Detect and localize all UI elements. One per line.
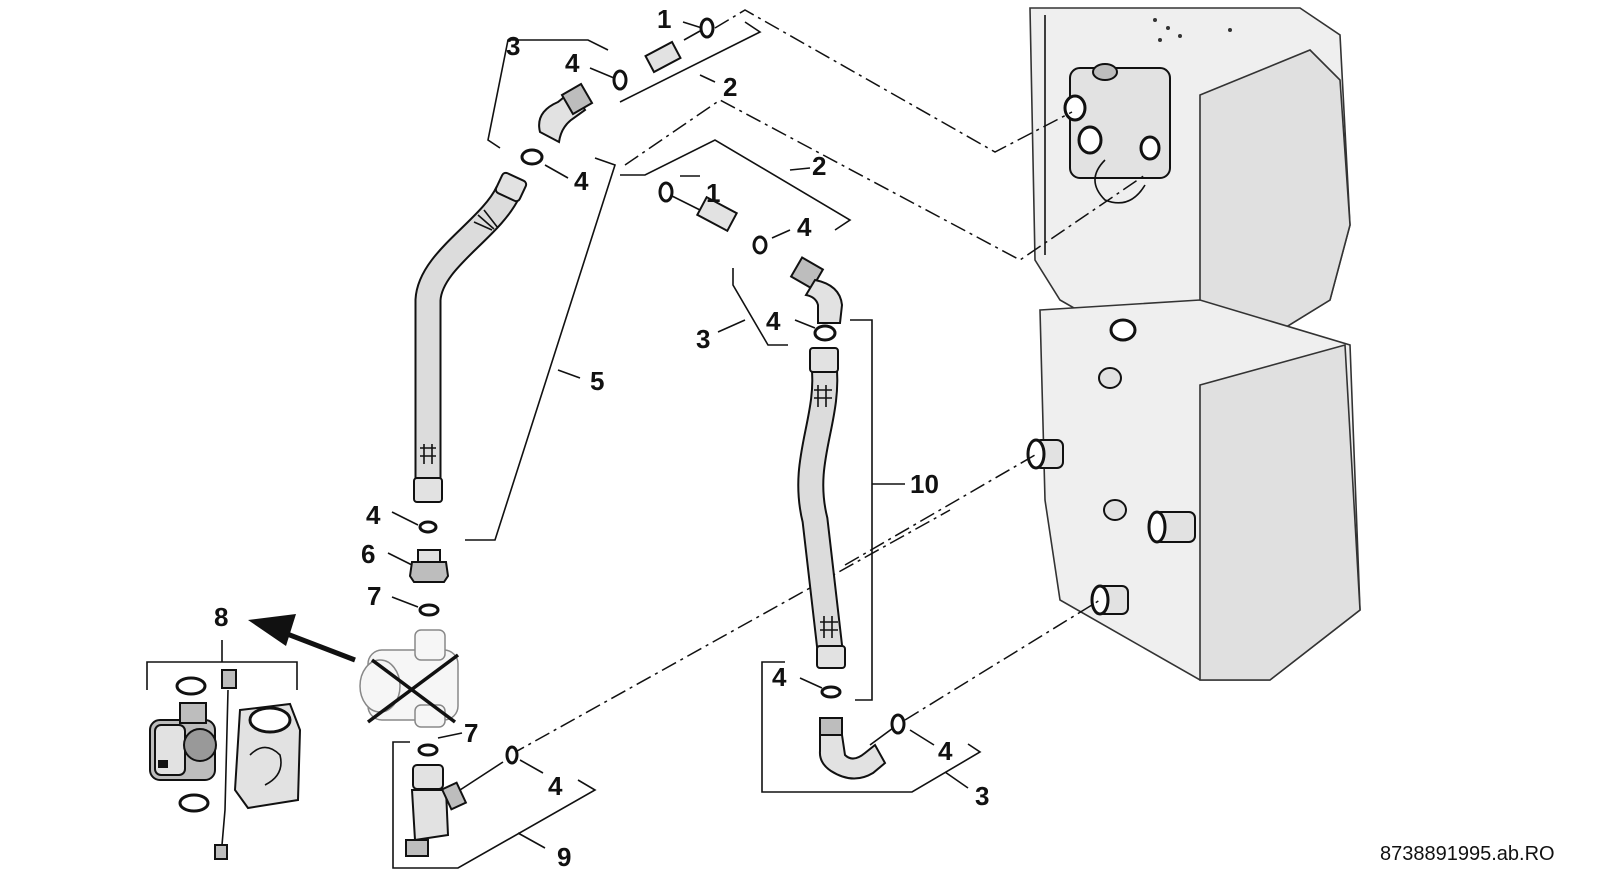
leader-lines bbox=[387, 21, 982, 869]
callout-4: 4 bbox=[565, 48, 580, 78]
replacement-arrow bbox=[248, 614, 356, 663]
callout-labels: 1 1 2 2 3 3 3 4 4 4 4 4 4 4 4 4 5 6 7 7 … bbox=[214, 4, 989, 872]
seal-4-flow-hose-top bbox=[813, 324, 837, 342]
document-id: 8738891995.ab.RO bbox=[1380, 843, 1555, 865]
callout-8: 8 bbox=[214, 602, 228, 632]
seal-4-bottom-right bbox=[890, 713, 906, 735]
adapter-6 bbox=[408, 549, 450, 583]
callout-7: 7 bbox=[464, 718, 478, 748]
seal-4-flow-hose-bottom bbox=[820, 685, 842, 699]
hydraulic-block bbox=[1063, 63, 1171, 204]
seal-4-elbow-bottom bbox=[520, 148, 544, 166]
pump-seal-upper bbox=[175, 676, 207, 696]
tank-connection-cold bbox=[1090, 584, 1129, 616]
flow-pipe-assembly bbox=[658, 181, 906, 780]
callout-10: 10 bbox=[910, 469, 939, 499]
seal-4-hose-bottom bbox=[418, 520, 438, 534]
callout-4: 4 bbox=[366, 500, 381, 530]
seal-7-top bbox=[418, 603, 440, 617]
tank-connection-top bbox=[1109, 318, 1137, 342]
seal-7-bottom bbox=[417, 743, 439, 757]
callout-4: 4 bbox=[938, 736, 953, 766]
nipple-2-top bbox=[644, 30, 701, 74]
seal-4-top bbox=[612, 69, 628, 91]
callout-1: 1 bbox=[657, 4, 671, 34]
center-lines bbox=[509, 9, 1146, 756]
tank-connection-upper bbox=[1098, 367, 1122, 389]
callout-4: 4 bbox=[766, 306, 781, 336]
flex-hose-10 bbox=[797, 347, 846, 669]
flex-hose-5 bbox=[413, 171, 528, 503]
tank-connection-mid bbox=[1103, 499, 1127, 521]
elbow-3-top bbox=[538, 82, 594, 144]
upper-return-pipe-assembly bbox=[408, 17, 715, 617]
tank-connection-side bbox=[1147, 510, 1196, 544]
callout-2: 2 bbox=[812, 151, 826, 181]
callout-6: 6 bbox=[361, 539, 375, 569]
callout-4: 4 bbox=[574, 166, 589, 196]
callout-5: 5 bbox=[590, 366, 604, 396]
pump-cable bbox=[214, 669, 237, 860]
callout-3: 3 bbox=[696, 324, 710, 354]
fill-drain-valve-assembly bbox=[405, 743, 519, 857]
valve-9 bbox=[405, 761, 504, 857]
callout-1: 1 bbox=[706, 178, 720, 208]
callout-7: 7 bbox=[367, 581, 381, 611]
elbow-3-bottom bbox=[818, 717, 894, 780]
callout-9: 9 bbox=[557, 842, 571, 872]
pump-seal-lower bbox=[178, 793, 210, 813]
elbow-3-mid bbox=[789, 256, 844, 324]
boiler-unit bbox=[1026, 7, 1361, 681]
callout-2: 2 bbox=[723, 72, 737, 102]
callout-3: 3 bbox=[506, 31, 520, 61]
seal-1-mid bbox=[658, 181, 674, 203]
callout-3: 3 bbox=[975, 781, 989, 811]
lower-tank-side bbox=[1199, 343, 1361, 681]
old-pump-crossed-out bbox=[359, 629, 460, 728]
seal-4-valve bbox=[505, 745, 519, 765]
callout-4: 4 bbox=[772, 662, 787, 692]
pump-kit-8 bbox=[146, 640, 302, 860]
callout-4: 4 bbox=[548, 771, 563, 801]
circulation-pump bbox=[149, 702, 217, 781]
seal-4-mid bbox=[752, 235, 768, 255]
pump-housing bbox=[233, 702, 302, 810]
tank-connection-hot bbox=[1026, 438, 1064, 470]
callout-4: 4 bbox=[797, 212, 812, 242]
nipple-2-mid bbox=[671, 195, 739, 233]
seal-1-top bbox=[699, 17, 715, 39]
